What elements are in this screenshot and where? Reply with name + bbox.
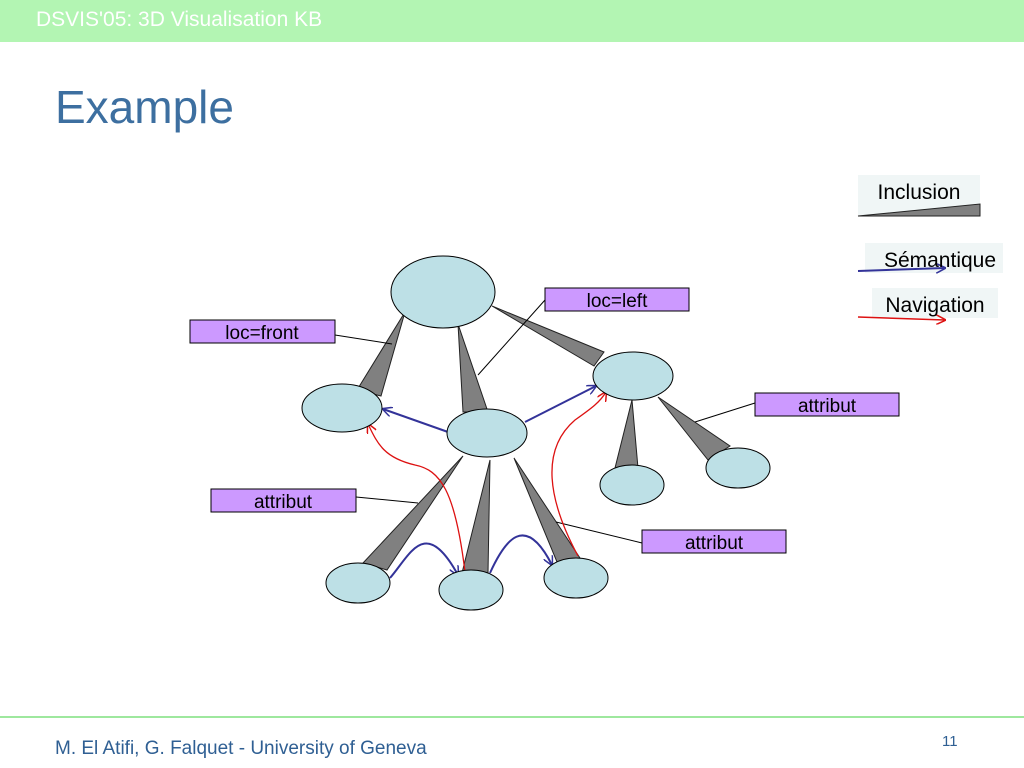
slide-title: Example: [55, 81, 234, 133]
inclusion-edge: [457, 323, 489, 413]
node-left: [301, 383, 383, 433]
legend-inclusion-text: Inclusion: [878, 181, 961, 204]
node-bottom-right: [543, 557, 609, 599]
label-attribut-bottom: attribut: [641, 529, 787, 554]
node-root: [390, 255, 496, 329]
label-connectors: [334, 299, 756, 544]
legend-inclusion: Inclusion: [857, 175, 981, 217]
connector-line: [477, 299, 546, 376]
label-loc-left: loc=left: [544, 287, 690, 312]
connector-line: [555, 521, 643, 544]
legend-semantique-text: Sémantique: [884, 249, 996, 272]
inclusion-edge: [657, 396, 731, 461]
connector-line: [355, 496, 419, 504]
connector-line: [694, 402, 756, 423]
inclusion-edges: [356, 305, 731, 574]
inclusion-edge: [491, 305, 605, 367]
label-attribut-bottom-text: attribut: [685, 533, 744, 554]
label-loc-left-text: loc=left: [587, 291, 648, 312]
inclusion-edge: [362, 455, 464, 571]
semantic-edges: [383, 386, 596, 579]
inclusion-edge: [461, 459, 491, 574]
legend-semantique: Sémantique: [857, 243, 1003, 273]
footer-author: M. El Atifi, G. Falquet - University of …: [55, 738, 427, 759]
footer-divider: [0, 716, 1024, 718]
navigation-edge: [551, 392, 606, 557]
header-bar: [0, 0, 1024, 42]
label-attribut-left: attribut: [210, 488, 357, 513]
connector-line: [334, 334, 393, 345]
node-right-child-1: [599, 464, 665, 506]
page-number: 11: [942, 733, 958, 750]
semantic-edge: [524, 386, 596, 423]
node-right: [592, 351, 674, 401]
label-boxes: loc=left loc=front attribut attribut att…: [189, 287, 900, 554]
label-loc-front: loc=front: [189, 319, 336, 344]
label-attribut-left-text: attribut: [254, 492, 313, 513]
legend: Inclusion Sémantique Navigation: [857, 175, 1003, 320]
node-bottom-left: [325, 562, 391, 604]
node-right-child-2: [705, 447, 771, 489]
label-attribut-right: attribut: [754, 392, 900, 417]
navigation-edges: [368, 392, 606, 573]
legend-navigation-text: Navigation: [885, 294, 984, 317]
label-loc-front-text: loc=front: [225, 323, 299, 344]
nodes: [301, 255, 771, 611]
semantic-edge: [383, 409, 449, 433]
semantic-edge: [489, 534, 552, 574]
node-center: [446, 408, 528, 458]
node-bottom-center: [438, 569, 504, 611]
navigation-edge: [368, 424, 466, 573]
semantic-edge: [389, 542, 458, 579]
header-text: DSVIS'05: 3D Visualisation KB: [36, 8, 323, 31]
label-attribut-right-text: attribut: [798, 396, 857, 417]
inclusion-edge: [356, 311, 406, 397]
inclusion-edge: [513, 457, 581, 563]
inclusion-edge: [614, 399, 639, 469]
legend-navigation: Navigation: [857, 288, 998, 320]
